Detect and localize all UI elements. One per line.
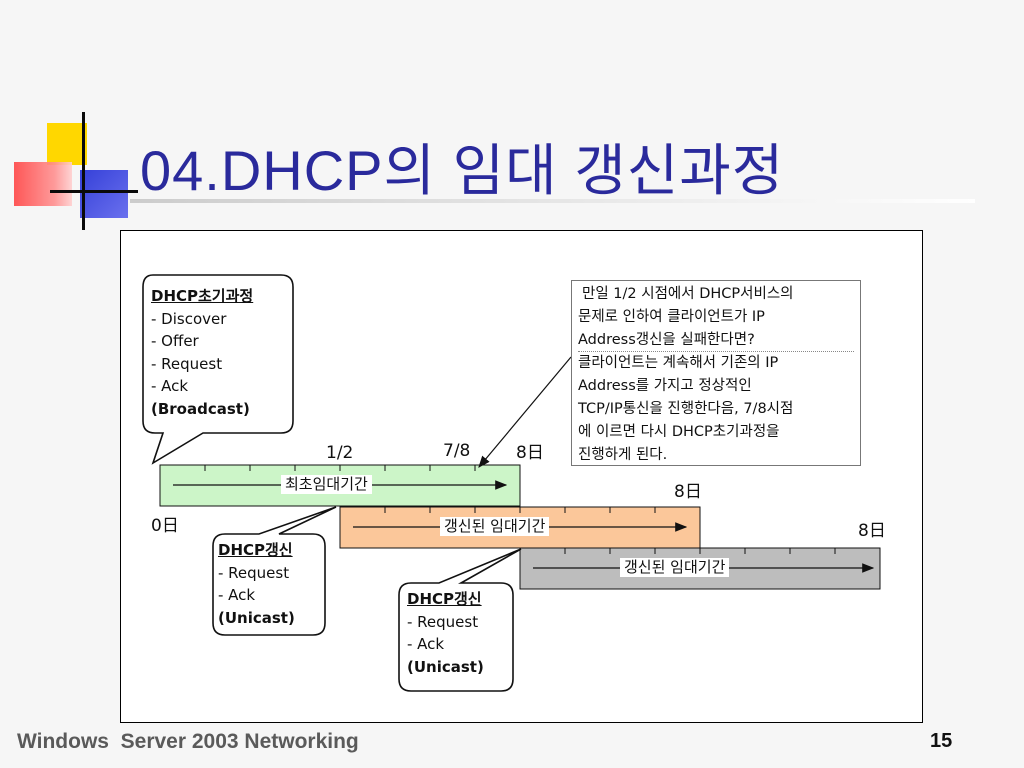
note-line: 만일 1/2 시점에서 DHCP서비스의 xyxy=(582,286,794,302)
note-pointer-arrow xyxy=(478,356,572,468)
renew-2-step-ack: - Ack xyxy=(407,635,445,653)
renew-1-text: DHCP갱신 - Request - Ack (Unicast) xyxy=(218,539,295,629)
renew-2-heading: DHCP갱신 xyxy=(407,590,482,608)
note-line: 클라이언트는 계속해서 기존의 IP xyxy=(578,351,854,375)
renew-1-step-ack: - Ack xyxy=(218,586,256,604)
red-square-decoration xyxy=(14,162,72,206)
renew-1-step-request: - Request xyxy=(218,563,290,582)
note-line: TCP/IP통신을 진행한다음, 7/8시점 xyxy=(578,400,794,417)
first-lease-label: 최초임대기간 xyxy=(281,475,372,494)
note-line: Address를 가지고 정상적인 xyxy=(578,378,752,395)
initial-process-heading: DHCP초기과정 xyxy=(151,287,254,305)
initial-process-bubble xyxy=(142,274,294,465)
marker-day8-third: 8日 xyxy=(858,521,886,541)
yellow-square-decoration xyxy=(47,123,87,165)
marker-day8-first: 8日 xyxy=(516,443,544,463)
second-lease-label: 갱신된 임대기간 xyxy=(440,517,550,536)
vertical-line-decoration xyxy=(82,112,85,230)
initial-step-ack: - Ack xyxy=(151,377,189,395)
horizontal-line-decoration xyxy=(50,190,138,193)
renew-2-mode-unicast: (Unicast) xyxy=(407,657,484,676)
marker-day0: 0日 xyxy=(151,516,179,536)
note-line: 문제로 인하여 클라이언트가 IP xyxy=(578,308,765,325)
dhcp-renewal-diagram: DHCP초기과정 - Discover - Offer - Request - … xyxy=(120,230,923,723)
initial-step-request: - Request xyxy=(151,354,223,373)
initial-process-text: DHCP초기과정 - Discover - Offer - Request - … xyxy=(151,285,253,420)
note-line: Address갱신을 실패한다면? xyxy=(578,331,755,348)
initial-mode-broadcast: (Broadcast) xyxy=(151,399,250,418)
footer-text: Windows Server 2003 Networking xyxy=(17,730,359,753)
initial-step-discover: - Discover xyxy=(151,309,227,328)
renew-bubble-2 xyxy=(398,548,522,692)
marker-day8-second: 8日 xyxy=(674,482,702,502)
marker-seven-eighths: 7/8 xyxy=(443,441,471,461)
renew-2-text: DHCP갱신 - Request - Ack (Unicast) xyxy=(407,588,484,678)
failure-note-box: 만일 1/2 시점에서 DHCP서비스의 문제로 인하여 클라이언트가 IP A… xyxy=(571,280,861,466)
renew-1-mode-unicast: (Unicast) xyxy=(218,608,295,627)
renew-bubble-1 xyxy=(212,506,337,636)
renew-1-heading: DHCP갱신 xyxy=(218,541,293,559)
note-line: 에 이르면 다시 DHCP초기과정을 xyxy=(578,423,780,440)
title-underline xyxy=(130,199,975,203)
note-line: 진행하게 된다. xyxy=(578,446,668,463)
marker-half: 1/2 xyxy=(326,443,354,463)
blue-square-decoration xyxy=(80,170,128,218)
initial-step-offer: - Offer xyxy=(151,332,199,350)
renew-2-step-request: - Request xyxy=(407,612,479,631)
third-lease-label: 갱신된 임대기간 xyxy=(620,558,730,577)
slide-title: 04.DHCP의 임대 갱신과정 xyxy=(140,139,785,202)
page-number: 15 xyxy=(930,730,953,752)
